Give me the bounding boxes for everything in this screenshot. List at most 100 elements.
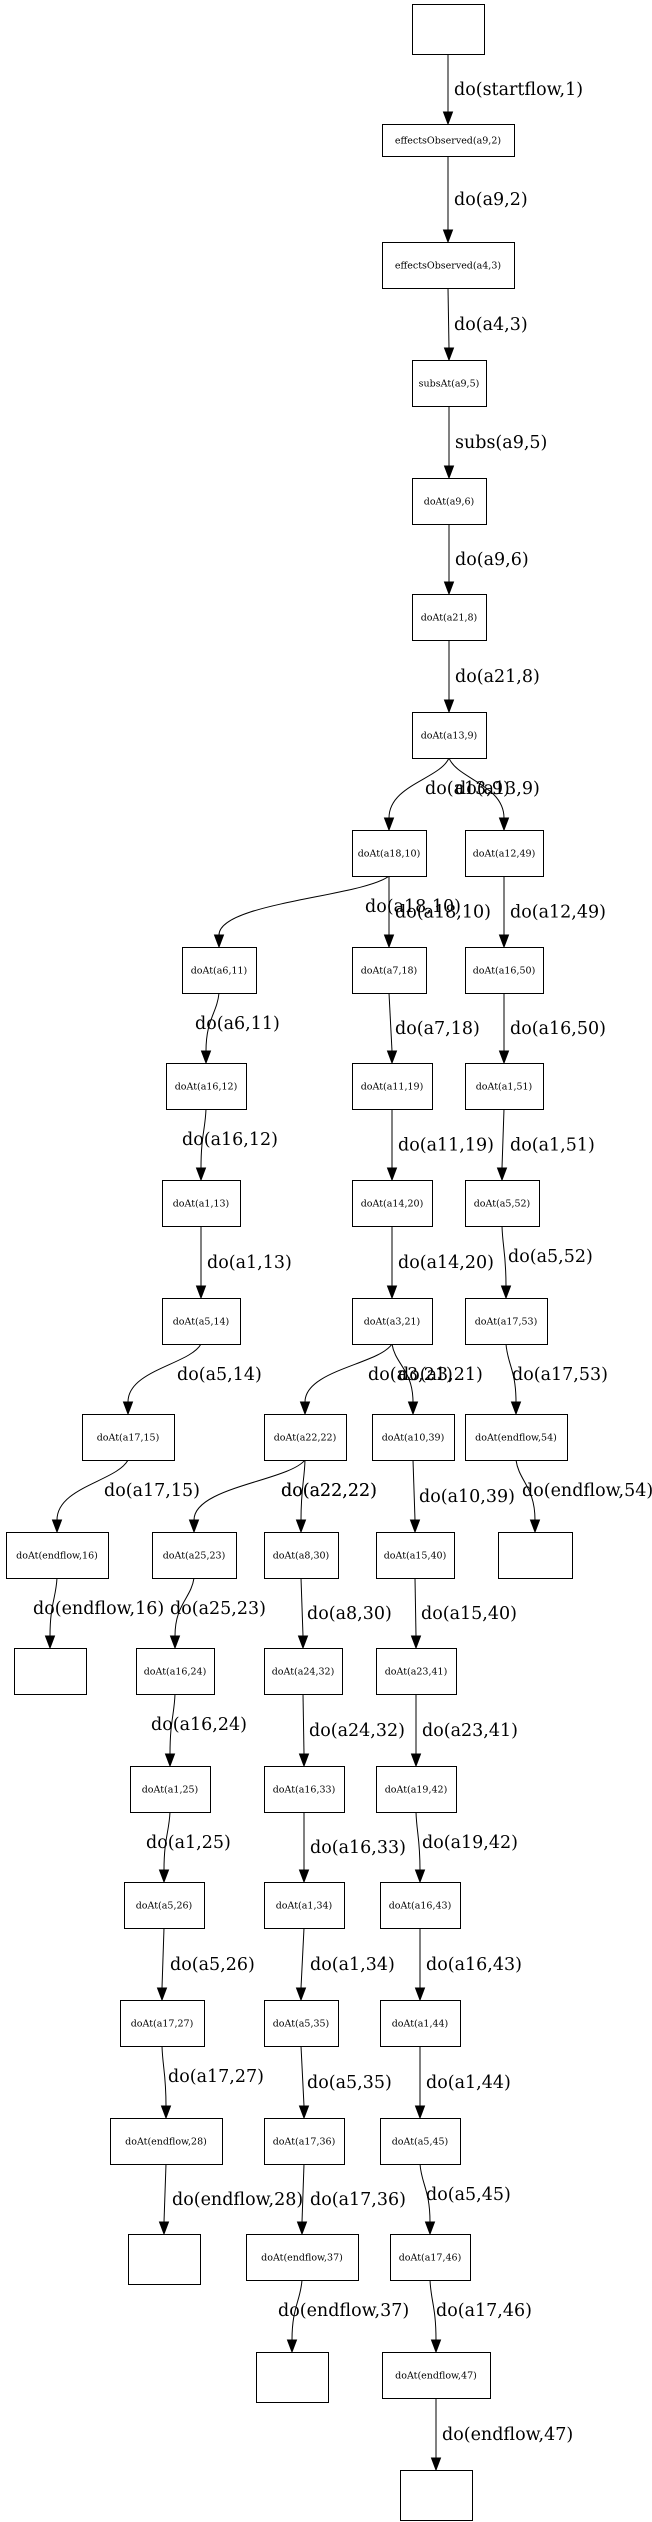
transition-edge-do-a22-22: do(a22,22) xyxy=(281,1459,377,1534)
state-node-label: doAt(a16,50) xyxy=(473,966,536,977)
edge-label: do(a19,42) xyxy=(422,1833,518,1853)
state-node-doat-a6-11: doAt(a6,11) xyxy=(182,947,257,994)
edge-label: do(a16,24) xyxy=(151,1715,247,1735)
state-node-empty xyxy=(412,4,485,55)
arrowhead-icon xyxy=(299,1401,311,1416)
edge-line xyxy=(515,1459,536,1521)
state-node-label: doAt(a5,52) xyxy=(474,1199,531,1210)
arrowhead-icon xyxy=(500,1285,512,1300)
state-node-box xyxy=(264,2118,345,2165)
state-node-doat-a1-44: doAt(a1,44) xyxy=(380,2000,461,2047)
edge-line xyxy=(419,2163,431,2223)
arrowhead-icon xyxy=(498,934,510,949)
state-node-subsat-a9-5: subsAt(a9,5) xyxy=(412,360,487,407)
state-node-box xyxy=(264,1766,345,1813)
state-node-box xyxy=(376,1766,457,1813)
state-node-doat-endflow-54: doAt(endflow,54) xyxy=(465,1414,568,1461)
arrowhead-icon xyxy=(195,1167,207,1182)
arrowhead-icon xyxy=(386,1050,398,1065)
transition-edge-do-a16-50: do(a16,50) xyxy=(498,993,606,1065)
state-node-box xyxy=(498,1532,573,1579)
state-node-empty xyxy=(128,2234,201,2285)
state-node-box xyxy=(246,2234,359,2281)
edge-line xyxy=(447,287,450,349)
state-node-box xyxy=(166,1063,247,1110)
arrowhead-icon xyxy=(407,1401,419,1416)
transition-edge-do-a3-21: do(a3,21) xyxy=(299,1343,453,1416)
state-node-box xyxy=(376,1648,457,1695)
transition-edge-do-a13-9: do(a13,9) xyxy=(448,757,540,832)
state-node-empty xyxy=(498,1532,573,1579)
state-node-box xyxy=(400,2470,473,2521)
state-node-label: doAt(a17,53) xyxy=(475,1317,538,1328)
arrowhead-icon xyxy=(443,581,455,596)
arrowhead-icon xyxy=(498,1050,510,1065)
edge-line xyxy=(174,1577,195,1637)
edge-label: do(a3,21) xyxy=(368,1365,453,1385)
state-node-effectsobserved-a4-3: effectsObserved(a4,3) xyxy=(382,242,515,289)
state-node-box xyxy=(465,830,544,877)
arrowhead-icon xyxy=(122,1401,134,1416)
state-node-box xyxy=(376,1532,455,1579)
edge-label: do(a16,50) xyxy=(510,1019,606,1039)
state-node-label: effectsObserved(a9,2) xyxy=(395,136,501,147)
edge-label: do(a1,25) xyxy=(146,1833,231,1853)
state-node-label: doAt(a10,39) xyxy=(382,1433,445,1444)
state-node-box xyxy=(152,1532,237,1579)
state-node-label: doAt(a1,44) xyxy=(392,2019,449,2030)
arrowhead-icon xyxy=(213,934,225,949)
state-node-box xyxy=(412,712,487,759)
transition-edge-do-a9-2: do(a9,2) xyxy=(442,156,528,244)
edge-line xyxy=(49,1577,58,1637)
state-node-doat-a17-53: doAt(a17,53) xyxy=(465,1298,548,1345)
state-node-effectsobserved-a9-2: effectsObserved(a9,2) xyxy=(382,124,515,157)
state-node-doat-a25-23: doAt(a25,23) xyxy=(152,1532,237,1579)
arrowhead-icon xyxy=(298,1753,310,1768)
state-node-doat-a16-50: doAt(a16,50) xyxy=(465,947,544,994)
edge-line xyxy=(501,1108,505,1169)
arrowhead-icon xyxy=(424,2221,436,2236)
state-node-doat-a12-49: doAt(a12,49) xyxy=(465,830,544,877)
state-node-label: doAt(a22,22) xyxy=(274,1433,337,1444)
arrowhead-icon xyxy=(298,1869,310,1884)
state-node-box xyxy=(390,2234,471,2281)
transition-edge-do-a16-24: do(a16,24) xyxy=(151,1693,247,1768)
edge-label: do(a24,32) xyxy=(309,1721,405,1741)
state-node-doat-a5-35: doAt(a5,35) xyxy=(264,2000,339,2047)
state-node-box xyxy=(382,124,515,157)
state-node-doat-a16-24: doAt(a16,24) xyxy=(136,1648,215,1695)
state-node-box xyxy=(352,947,427,994)
state-node-box xyxy=(264,1532,339,1579)
edge-label: do(a11,19) xyxy=(398,1136,494,1156)
state-node-box xyxy=(412,478,487,525)
state-node-box xyxy=(465,947,544,994)
transition-edge-do-a22-22: do(a22,22) xyxy=(188,1459,377,1534)
state-node-label: doAt(a21,8) xyxy=(421,613,478,624)
state-node-box xyxy=(352,1180,433,1227)
transition-edge-do-a16-43: do(a16,43) xyxy=(414,1928,522,2002)
edge-label: do(a22,22) xyxy=(281,1481,377,1501)
state-node-label: doAt(endflow,28) xyxy=(125,2137,207,2148)
state-node-label: doAt(a17,46) xyxy=(399,2253,462,2264)
edge-label: do(a9,6) xyxy=(455,550,529,570)
state-node-box xyxy=(162,1298,241,1345)
arrowhead-icon xyxy=(409,1519,421,1534)
arrowhead-icon xyxy=(51,1519,63,1534)
state-node-doat-a7-18: doAt(a7,18) xyxy=(352,947,427,994)
transition-edge-do-a21-8: do(a21,8) xyxy=(443,640,540,714)
transition-edge-do-a11-19: do(a11,19) xyxy=(386,1109,494,1182)
edge-label: do(a17,46) xyxy=(436,2301,532,2321)
state-node-label: doAt(a5,35) xyxy=(273,2019,330,2030)
arrowhead-icon xyxy=(443,347,455,362)
state-node-box xyxy=(128,2234,201,2285)
arrowhead-icon xyxy=(44,1635,56,1650)
transition-edge-do-a25-23: do(a25,23) xyxy=(169,1577,266,1650)
transition-edge-do-endflow-47: do(endflow,47) xyxy=(430,2398,573,2472)
edge-line xyxy=(501,1225,507,1287)
edges-layer: do(startflow,1)do(a9,2)do(a4,3)subs(a9,5… xyxy=(33,54,652,2472)
state-node-label: doAt(a1,25) xyxy=(142,1785,199,1796)
transition-edge-do-endflow-37: do(endflow,37) xyxy=(278,2279,409,2354)
state-node-label: doAt(endflow,16) xyxy=(16,1551,98,1562)
state-node-doat-a5-45: doAt(a5,45) xyxy=(380,2118,461,2165)
state-node-label: doAt(endflow,37) xyxy=(261,2253,343,2264)
